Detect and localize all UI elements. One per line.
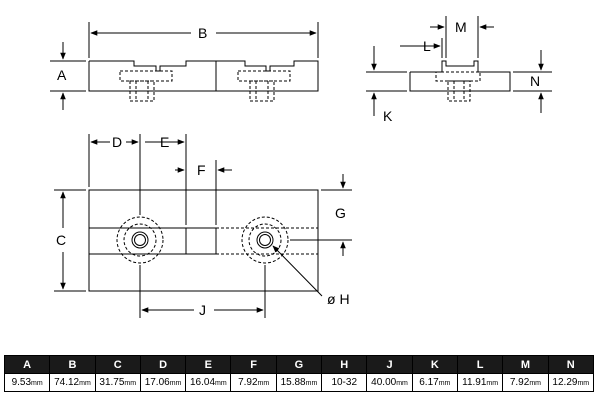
value-J: 40.00mm bbox=[366, 373, 413, 392]
header-A: A bbox=[3, 355, 51, 374]
label-M: M bbox=[455, 19, 467, 35]
technical-drawing: B A M L N K bbox=[50, 16, 552, 318]
label-K: K bbox=[383, 108, 393, 124]
label-J: J bbox=[199, 302, 206, 318]
top-view bbox=[54, 134, 352, 318]
hole-right bbox=[241, 216, 289, 264]
label-N: N bbox=[530, 73, 540, 89]
hidden-nut-left bbox=[119, 70, 173, 102]
header-L: L bbox=[456, 355, 504, 374]
value-F: 7.92mm bbox=[230, 373, 277, 392]
dimension-table-value-row: 9.53mm 74.12mm 31.75mm 17.06mm 16.04mm 7… bbox=[3, 373, 595, 392]
value-G: 15.88mm bbox=[275, 373, 323, 392]
value-C: 31.75mm bbox=[94, 373, 141, 392]
header-J: J bbox=[366, 355, 413, 374]
hidden-nut-right bbox=[237, 70, 291, 102]
header-M: M bbox=[502, 355, 549, 374]
header-F: F bbox=[230, 355, 277, 374]
header-B: B bbox=[49, 355, 96, 374]
side-view bbox=[366, 16, 552, 116]
header-G: G bbox=[275, 355, 323, 374]
label-A: A bbox=[57, 67, 67, 83]
hole-left bbox=[116, 216, 164, 264]
dim-H-leader bbox=[272, 245, 323, 297]
value-E: 16.04mm bbox=[185, 373, 232, 392]
side-view-outline bbox=[409, 60, 511, 92]
label-G: G bbox=[335, 205, 346, 221]
label-C: C bbox=[56, 232, 66, 248]
value-L: 11.91mm bbox=[456, 373, 504, 392]
label-B: B bbox=[198, 25, 207, 41]
value-A: 9.53mm bbox=[3, 373, 51, 392]
dimension-table: A B C D E F G H J K L M N 9.53mm 74.12mm… bbox=[3, 355, 595, 392]
label-E: E bbox=[160, 134, 169, 150]
side-hidden-nut bbox=[435, 71, 481, 102]
front-view bbox=[50, 22, 319, 110]
value-D: 17.06mm bbox=[139, 373, 187, 392]
header-N: N bbox=[547, 355, 595, 374]
dimension-table-header-row: A B C D E F G H J K L M N bbox=[3, 355, 595, 374]
value-M: 7.92mm bbox=[502, 373, 549, 392]
header-E: E bbox=[185, 355, 232, 374]
header-C: C bbox=[94, 355, 141, 374]
header-H: H bbox=[321, 355, 368, 374]
value-B: 74.12mm bbox=[49, 373, 96, 392]
header-K: K bbox=[411, 355, 458, 374]
label-H: ø H bbox=[327, 291, 350, 307]
label-F: F bbox=[197, 162, 206, 178]
label-L: L bbox=[423, 38, 431, 54]
value-H: 10-32 bbox=[321, 373, 368, 392]
top-view-outline bbox=[88, 189, 319, 292]
value-N: 12.29mm bbox=[547, 373, 595, 392]
header-D: D bbox=[139, 355, 187, 374]
label-D: D bbox=[112, 134, 122, 150]
front-view-outline bbox=[88, 60, 319, 92]
value-K: 6.17mm bbox=[411, 373, 458, 392]
